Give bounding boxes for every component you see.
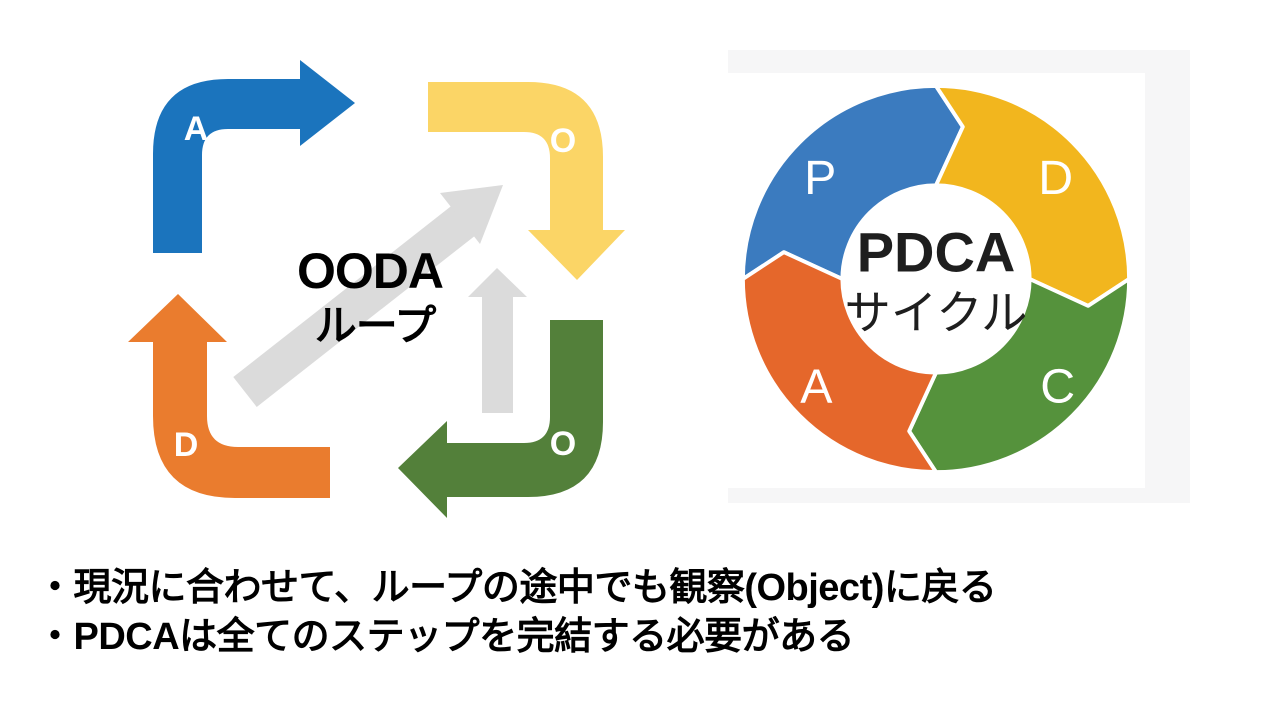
pdca-center-title: PDCA	[857, 220, 1016, 283]
ooda-act-arrow	[153, 60, 355, 253]
gray-up-arrow-icon	[468, 268, 527, 413]
ooda-title: OODA	[297, 243, 443, 299]
pdca-cycle-diagram: P D C A PDCA サイクル	[741, 84, 1131, 474]
gray-diagonal-arrow-shaft	[233, 206, 475, 407]
pdca-center-circle	[842, 185, 1030, 373]
pdca-do-segment	[934, 84, 1131, 308]
pdca-do-label: D	[1038, 151, 1073, 205]
ooda-title-jp: ループ	[315, 302, 436, 349]
pdca-check-segment	[907, 277, 1131, 474]
ooda-decide-arrow	[128, 294, 330, 498]
note-bullet-1: ・現況に合わせて、ループの途中でも観察(Object)に戻る	[36, 567, 997, 609]
pdca-center-title-jp: サイクル	[845, 287, 1028, 339]
ooda-act-label: A	[184, 110, 209, 148]
ooda-decide-label: D	[174, 426, 199, 464]
note-bullet-2: ・PDCAは全てのステップを完結する必要がある	[36, 616, 855, 658]
ooda-orient-label: O	[550, 425, 576, 463]
pdca-cycle-image: P D C A PDCA サイクル	[728, 50, 1190, 503]
ooda-observe-arrow	[428, 82, 625, 280]
pdca-plan-label: P	[804, 151, 836, 205]
pdca-act-segment	[741, 250, 938, 474]
ooda-loop-diagram: A O O D OODA ループ	[128, 60, 625, 518]
gray-diagonal-arrow-icon	[233, 185, 503, 407]
pdca-plan-segment	[741, 84, 965, 281]
pdca-image-margin-right	[1145, 50, 1190, 503]
pdca-check-label: C	[1040, 360, 1075, 414]
notes-block: ・現況に合わせて、ループの途中でも観察(Object)に戻る ・PDCAは全ての…	[36, 564, 1256, 662]
pdca-act-label: A	[800, 360, 833, 414]
pdca-image-margin-bottom	[728, 488, 1190, 503]
ooda-observe-label: O	[550, 122, 576, 160]
gray-diagonal-arrow-head	[440, 185, 503, 244]
pdca-image-margin-top	[728, 50, 1190, 73]
ooda-orient-arrow	[398, 320, 603, 518]
